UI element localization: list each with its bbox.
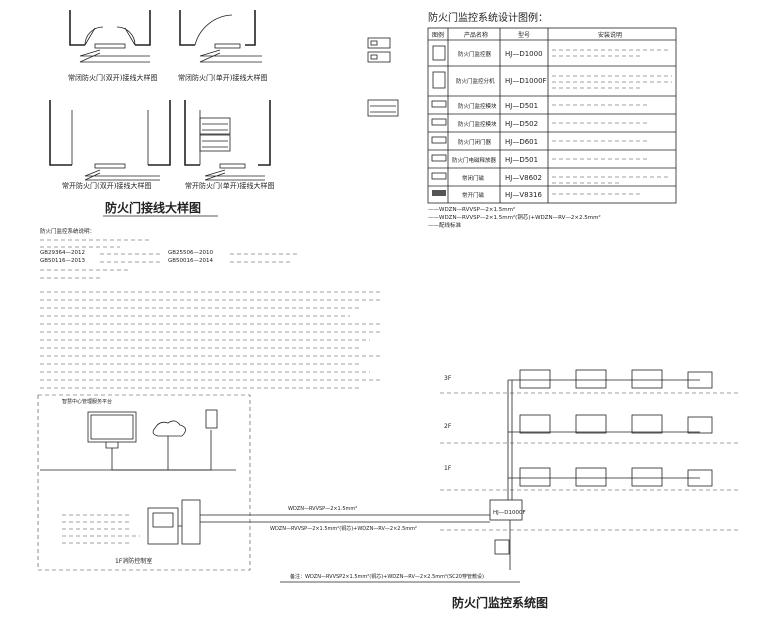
floor-label-3f: 3F: [444, 375, 452, 382]
floor-label-2f: 2F: [444, 423, 452, 430]
cable-label-bottom: WDZN—RVVSP—2×1.5mm²(铜芯)+WDZN—RV—2×2.5mm²: [270, 525, 417, 532]
legend-note-3: ——配线标准: [428, 221, 462, 229]
door-detail-4: 常开防火门(单开)接线大样图: [184, 100, 274, 190]
control-room-label: 1F消防控制室: [115, 557, 152, 565]
legend-row3-model: HJ—D501: [505, 102, 538, 110]
standard-4: GB50016—2014: [168, 258, 214, 264]
legend-row1-model: HJ—D1000: [505, 50, 543, 58]
legend-row5-model: HJ—D601: [505, 138, 538, 146]
door-label-3: 常开防火门(双开)接线大样图: [62, 181, 151, 190]
legend-row4-name: 防火门监控模块: [458, 120, 497, 128]
trunk-cable: [228, 514, 490, 523]
mini-legend: [199, 37, 399, 152]
cable-label-top: WDZN—RVVSP—2×1.5mm²: [288, 506, 357, 512]
legend-row8-model: HJ—V8316: [505, 191, 542, 199]
notes-lines: [40, 239, 380, 389]
door-label-4: 常开防火门(单开)接线大样图: [185, 181, 274, 190]
legend-row4-model: HJ—D502: [505, 120, 538, 128]
door-detail-2: 常闭防火门(单开)接线大样图: [178, 10, 267, 82]
door-detail-3: 常开防火门(双开)接线大样图: [49, 100, 171, 190]
bottom-cable-note: 备注：WDZN—RVVSP2×1.5mm²(铜芯)+WDZN—RV—2×2.5m…: [290, 573, 484, 580]
notes-heading: 防火门监控系统说明：: [40, 227, 95, 235]
door-detail-1: 常闭防火门(双开)接线大样图: [68, 10, 157, 82]
legend-row5-name: 防火门闭门器: [458, 138, 492, 146]
monitor-model: HJ—D1000F: [493, 510, 526, 516]
legend-header-icon: 图例: [432, 31, 444, 39]
legend-row6-name: 防火门电磁释放器: [452, 156, 497, 164]
legend-note-1: ——WDZN—RVVSP—2×1.5mm²: [428, 206, 515, 213]
floor-dividers: 3F 2F 1F: [440, 375, 740, 531]
legend-row7-name: 常闭门磁: [462, 174, 485, 182]
legend-row1-name: 防火门监控器: [458, 50, 492, 58]
standard-2: GB50116—2013: [40, 258, 86, 264]
legend-title: 防火门监控系统设计图例：: [428, 11, 548, 24]
door-label-2: 常闭防火门(单开)接线大样图: [178, 73, 267, 82]
standard-1: GB29364—2012: [40, 250, 85, 256]
floor-monitor: HJ—D1000F: [489, 499, 526, 521]
module-boxes: [519, 369, 713, 487]
detail-title: 防火门接线大样图: [105, 200, 201, 215]
legend-row7-model: HJ—V8602: [505, 174, 542, 182]
legend-header-model: 型号: [518, 31, 530, 39]
control-room: 智慧中心管理服务平台 1F消防控制室: [37, 394, 251, 571]
floor-label-1f: 1F: [444, 465, 452, 472]
legend-row2-model: HJ—D1000F: [505, 77, 547, 85]
door-label-1: 常闭防火门(双开)接线大样图: [68, 73, 157, 82]
control-room-top: 智慧中心管理服务平台: [62, 398, 112, 405]
legend-header-notes: 安装说明: [598, 31, 622, 39]
legend-note-2: ——WDZN—RVVSP—2×1.5mm²(铜芯)+WDZN—RV—2×2.5m…: [428, 213, 601, 221]
standard-3: GB25506—2010: [168, 250, 214, 256]
legend-row8-name: 常开门磁: [462, 191, 485, 199]
legend-table: 图例 产品名称 型号 安装说明 防火门监控器 HJ—D1000 防火门监控分机 …: [427, 27, 677, 204]
legend-row6-model: HJ—D501: [505, 156, 538, 164]
legend-row3-name: 防火门监控模块: [458, 102, 497, 110]
legend-header-name: 产品名称: [464, 31, 488, 39]
riser: [494, 379, 700, 570]
system-title: 防火门监控系统图: [452, 595, 548, 610]
legend-row2-name: 防火门监控分机: [456, 77, 495, 85]
